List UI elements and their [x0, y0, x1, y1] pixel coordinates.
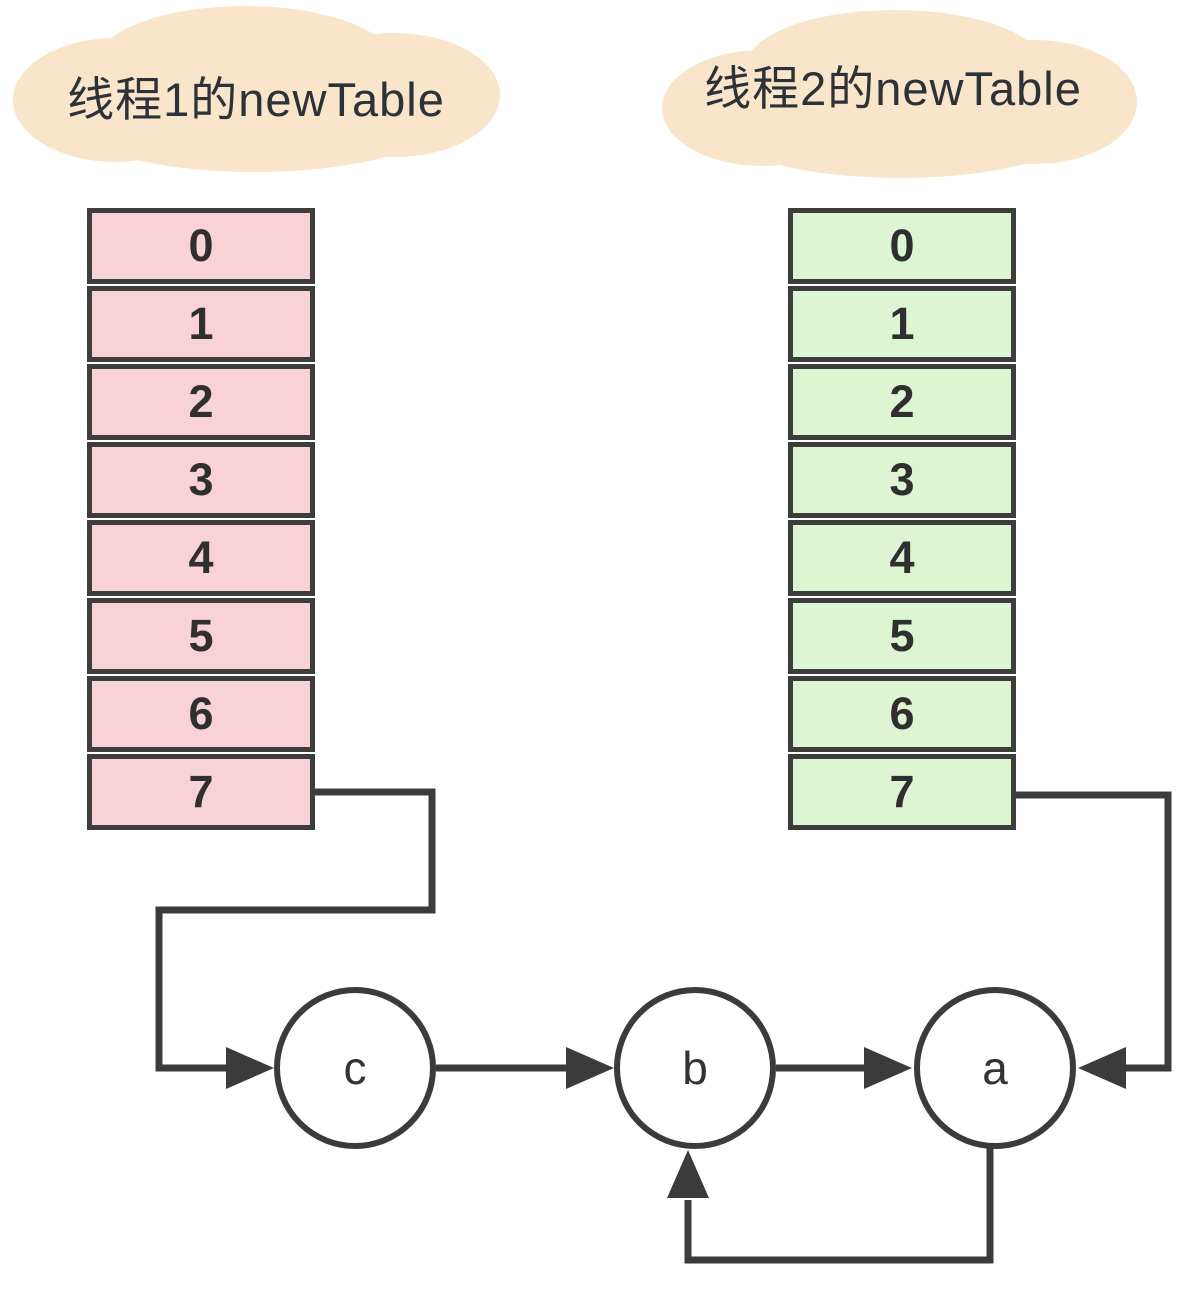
cloud-shape-left: [13, 6, 500, 172]
node-circle-b: b: [614, 987, 776, 1149]
node-label-c: c: [343, 1042, 367, 1094]
cloud-label-thread2: 线程2的newTable: [704, 62, 1082, 115]
arrow-table1-to-c: [155, 788, 436, 1072]
table2-slot-5: 5: [788, 598, 1016, 674]
node-circle-a: a: [914, 987, 1076, 1149]
table1-slot-5: 5: [87, 598, 315, 674]
arrow-a-to-b-cycle: [684, 1147, 994, 1264]
table1-slot-6: 6: [87, 676, 315, 752]
arrowhead-into-a-icon: [864, 1047, 912, 1089]
arrowhead-into-b-bottom-icon: [667, 1150, 709, 1198]
cloud-label-thread1: 线程1的newTable: [67, 73, 445, 126]
table2-slot-1: 1: [788, 286, 1016, 362]
table1-slot-2: 2: [87, 364, 315, 440]
table2-slot-7: 7: [788, 754, 1016, 830]
table2-slot-0: 0: [788, 208, 1016, 284]
array-table-thread2: 0 1 2 3 4 5 6 7: [788, 208, 1016, 830]
table1-slot-1: 1: [87, 286, 315, 362]
arrow-table2-to-a: [1015, 791, 1172, 1072]
node-circle-c: c: [274, 987, 436, 1149]
table1-slot-3: 3: [87, 442, 315, 518]
table1-slot-7: 7: [87, 754, 315, 830]
table2-slot-6: 6: [788, 676, 1016, 752]
cloud-shape-right: [662, 10, 1137, 178]
arrowhead-into-a-right-icon: [1078, 1047, 1126, 1089]
table1-slot-4: 4: [87, 520, 315, 596]
table2-slot-3: 3: [788, 442, 1016, 518]
table2-slot-4: 4: [788, 520, 1016, 596]
arrowhead-into-b-icon: [566, 1047, 614, 1089]
arrowhead-into-c-icon: [226, 1047, 274, 1089]
table1-slot-0: 0: [87, 208, 315, 284]
node-label-b: b: [682, 1042, 708, 1094]
array-table-thread1: 0 1 2 3 4 5 6 7: [87, 208, 315, 830]
table2-slot-2: 2: [788, 364, 1016, 440]
node-label-a: a: [982, 1042, 1008, 1094]
